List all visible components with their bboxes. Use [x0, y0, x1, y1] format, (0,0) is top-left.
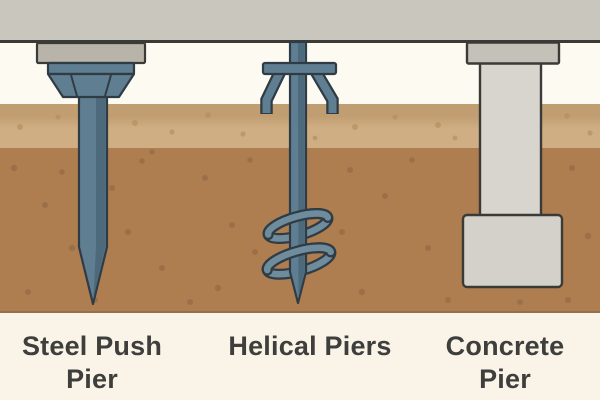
- pier-diagram-svg: [10, 40, 593, 306]
- concrete-base: [461, 213, 564, 289]
- push-pier-bracket-skirt: [46, 72, 136, 99]
- push-pier-shaft-shade: [93, 76, 106, 298]
- label-helical-piers: Helical Piers: [228, 331, 392, 361]
- label-concrete-pier: Concrete Pier: [445, 331, 565, 394]
- concrete-cap: [465, 41, 561, 65]
- helical-bracket-bar: [261, 61, 338, 76]
- helical-shaft-shade: [298, 43, 305, 298]
- steel-push-pier-figure: [35, 41, 147, 306]
- soil-speckles: [10, 108, 593, 305]
- helix-blade-lower-front: [261, 242, 337, 276]
- push-pier-bracket-plate: [46, 61, 136, 76]
- push-pier-footing: [35, 41, 147, 65]
- push-pier-bracket-facets: [70, 74, 112, 97]
- helical-bracket-legs: [260, 68, 339, 114]
- helical-pier-figure: [260, 40, 339, 305]
- concrete-pier-figure: [461, 41, 564, 289]
- helix-blade-upper-front: [262, 208, 334, 241]
- concrete-column: [478, 61, 543, 219]
- label-band: [0, 313, 600, 400]
- label-steel-push-pier: Steel Push Pier: [21, 331, 163, 394]
